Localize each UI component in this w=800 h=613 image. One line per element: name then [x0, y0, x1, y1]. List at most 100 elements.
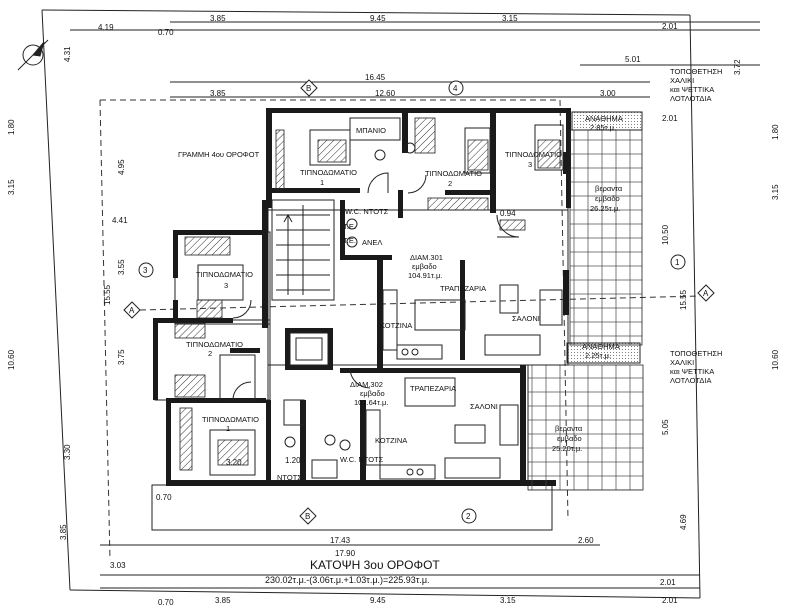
- dim-bottom2-1: 3.85: [215, 596, 231, 605]
- axis-marker-a-left: A: [123, 301, 141, 319]
- dim-bottom-3: 3.03: [110, 561, 126, 570]
- dim-right-8: 4.69: [679, 514, 688, 530]
- floor-line-note: ΓΡΑΜΜΗ 4ου ΟΡΟΦΟΤ: [178, 150, 260, 159]
- dim-left-5: 3.55: [117, 259, 126, 275]
- kitchen-b: [365, 409, 436, 480]
- axis-marker-2-bottom: 2: [461, 508, 477, 524]
- apt302-name: ΔΙΑΜ.302: [350, 380, 383, 389]
- dim-bottom-2: 2.60: [578, 536, 594, 545]
- veranda2-area: 25.20τ.μ.: [552, 444, 582, 453]
- bathroom-fixtures: [283, 117, 416, 479]
- room-ntots-b: ΝΤΟΤΣ: [277, 473, 302, 482]
- dim-right-6: 10.60: [771, 349, 780, 370]
- dim-top-1: 3.85: [210, 14, 226, 23]
- planter-top: [571, 111, 643, 131]
- veranda1-name: βεραντα: [595, 184, 623, 193]
- dim-bottom2-4: 2.01: [662, 596, 678, 605]
- room-kitchen-a: ΚΟΤΖΙΝΑ: [380, 321, 412, 330]
- apt301-label: εμβαδο: [412, 262, 437, 271]
- room-bed1-b: ΤΙΠΝΟΔΩΜΑΤΙΟ: [202, 415, 259, 424]
- room-wc-a: W.C. ΝΤΟΤΣ: [345, 207, 389, 216]
- room-bed1-a: ΤΙΠΝΟΔΩΜΑΤΙΟ: [300, 168, 357, 177]
- room-dining-b: ΤΡΑΠΕΖΑΡΙΑ: [410, 384, 456, 393]
- planter-note-top-0: ΤΟΠΟΘΕΤΗΣΗ: [670, 67, 722, 76]
- dim-right-3: 3.15: [771, 184, 780, 200]
- dim-bottom-4: 2.01: [660, 578, 676, 587]
- drawing-title: ΚΑΤΟΨΗ 3ου ΟΡΟΦΟΤ: [310, 558, 440, 572]
- dim-left-1: 1.80: [7, 119, 16, 135]
- axis-marker-4-top: 4: [448, 80, 464, 96]
- planter-note-top-3: ΛΟΤΛΟΤΔΙΑ: [670, 94, 712, 103]
- planter-note-top-2: και ΨΕΤΤΙΚΑ: [670, 85, 714, 94]
- small-te: Τ.Ε.: [343, 222, 356, 231]
- svg-text:4: 4: [453, 84, 458, 93]
- staircase: [271, 199, 335, 301]
- room-dining-a: ΤΡΑΠΕΖΑΡΙΑ: [440, 284, 486, 293]
- dim-left-8: 10.60: [7, 349, 16, 370]
- anathema1-name: ΑΝΑΘΗΜΑ: [585, 114, 623, 123]
- site-boundary: [41, 9, 701, 599]
- dining-table-b: [404, 377, 456, 407]
- dim-mid-3: 3.00: [600, 89, 616, 98]
- veranda-1-tiles: [569, 129, 643, 346]
- svg-text:3: 3: [143, 266, 148, 275]
- dim-right-2: 1.80: [771, 124, 780, 140]
- dim-left-7: 3.75: [117, 349, 126, 365]
- svg-text:A: A: [129, 306, 135, 315]
- dim-left-6: 15.55: [103, 284, 112, 305]
- elevator-shaft: [289, 332, 329, 366]
- sofa-a: [484, 289, 563, 356]
- veranda1-area: 26.25τ.μ.: [590, 204, 620, 213]
- dim-bottom-1: 17.90: [335, 549, 356, 558]
- dim-mid-1: 3.85: [210, 89, 226, 98]
- kitchen-a: [382, 289, 443, 360]
- room-living-b: ΣΑΛΟΝΙ: [470, 402, 498, 411]
- north-arrow-icon: [17, 39, 49, 71]
- dim-bottom-0: 17.43: [330, 536, 351, 545]
- dim-misc-0: 0.94: [500, 209, 516, 218]
- apt302-area: 101.64τ.μ.: [354, 398, 388, 407]
- axis-marker-1-right: 1: [670, 254, 686, 270]
- dim-left-11: 0.70: [156, 493, 172, 502]
- door-swings: [232, 172, 520, 401]
- dim-left-3: 3.15: [7, 179, 16, 195]
- room-bed2-a: ΤΙΠΝΟΔΩΜΑΤΙΟ: [425, 169, 482, 178]
- top-dimension-lines: [70, 21, 760, 589]
- room-kitchen-b: ΚΟΤΖΙΝΑ: [375, 436, 407, 445]
- wardrobes: [174, 117, 526, 471]
- planter-note-mid-2: και ΨΕΤΤΙΚΑ: [670, 367, 714, 376]
- anathema2-area: 2.25τ.μ.: [585, 351, 611, 360]
- dim-right-1: 2.01: [662, 114, 678, 123]
- svg-text:B: B: [306, 84, 311, 93]
- dim-right-0: 3.72: [733, 59, 742, 75]
- dim-bottom2-3: 3.15: [500, 596, 516, 605]
- room-bed3-a: ΤΙΠΝΟΔΩΜΑΤΙΟ: [505, 150, 562, 159]
- room-bed2-a-num: 2: [448, 179, 452, 188]
- room-bed1-a-num: 1: [320, 178, 324, 187]
- dim-top-2: 9.45: [370, 14, 386, 23]
- dim-left-10: 3.85: [59, 524, 68, 540]
- dim-right-5: 15.55: [679, 289, 688, 310]
- dim-top-0: 4.19: [98, 23, 114, 32]
- veranda1-label: εμβαδο: [595, 194, 620, 203]
- dim-left-2: 4.95: [117, 159, 126, 175]
- veranda2-name: βεραντα: [555, 424, 583, 433]
- planter-note-mid-1: ΧΑΛΙΚΙ: [670, 358, 694, 367]
- apt301-area: 104.91τ.μ.: [408, 271, 442, 280]
- beds: [197, 124, 564, 476]
- walls: [153, 108, 571, 486]
- small-te2: Τ.Ε.: [343, 236, 356, 245]
- apt302-label: εμβαδο: [360, 389, 385, 398]
- axis-marker-b-top: B: [300, 79, 318, 97]
- room-bath-a: ΜΠΑΝΙΟ: [356, 126, 386, 135]
- dim-top2-0: 0.70: [158, 28, 174, 37]
- svg-text:B: B: [305, 512, 310, 521]
- area-formula: 230.02τ.μ.-(3.06τ.μ.+1.03τ.μ.)=225.93τ.μ…: [265, 575, 430, 585]
- planter-note-top-1: ΧΑΛΙΚΙ: [670, 76, 694, 85]
- svg-text:A: A: [703, 289, 709, 298]
- dim-top-4: 2.01: [662, 22, 678, 31]
- dim-mid-0: 16.45: [365, 73, 386, 82]
- dim-misc-1: 1.20: [285, 456, 301, 465]
- veranda-2-tiles: [527, 364, 644, 491]
- svg-text:2: 2: [466, 512, 471, 521]
